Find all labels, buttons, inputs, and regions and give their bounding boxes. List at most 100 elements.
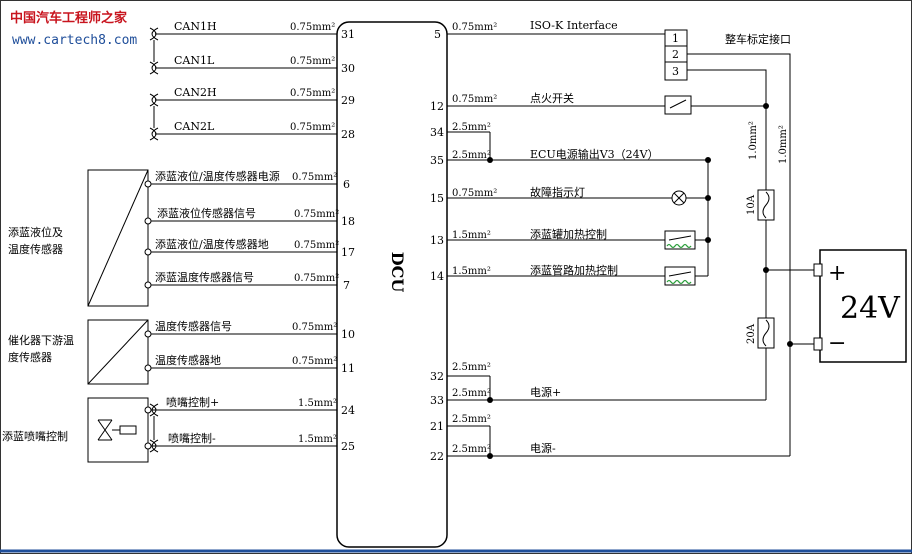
battery-minus-terminal	[813, 337, 823, 351]
left-wires	[150, 33, 337, 447]
signal-label: CAN2L	[174, 120, 215, 133]
wire-size: 2.5mm²	[452, 444, 491, 455]
pin-number: 12	[430, 100, 444, 113]
battery-plus-sign: +	[828, 261, 846, 286]
pin-number: 34	[430, 126, 444, 139]
signal-label: 电源-	[530, 441, 556, 455]
connector-label: 整车标定接口	[725, 32, 791, 46]
wire-size: 0.75mm²	[452, 22, 497, 33]
wire-size: 0.75mm²	[290, 56, 335, 67]
tank-heater-relay-icon	[664, 230, 696, 250]
signal-label: 点火开关	[530, 91, 574, 105]
signal-label: CAN1H	[174, 20, 217, 33]
fuse-rating: 20A	[746, 323, 757, 344]
pin-number: 7	[343, 279, 350, 292]
wire-size-vertical: 1.0mm²	[748, 121, 759, 160]
twisted-pair-nozzle	[149, 403, 159, 453]
pin-number: 18	[341, 215, 355, 228]
wire-size: 2.5mm²	[452, 122, 491, 133]
calibration-connector	[664, 29, 688, 81]
fuse-10a-icon	[757, 189, 775, 221]
signal-label: 温度传感器信号	[155, 319, 232, 333]
sensor-box-level-temp-terminals	[144, 180, 152, 289]
wire-size: 0.75mm²	[452, 188, 497, 199]
pin-number: 21	[430, 420, 444, 433]
wire-size: 1.5mm²	[452, 230, 491, 241]
twisted-pair-can1	[149, 27, 159, 75]
ignition-switch-icon	[664, 95, 692, 115]
wire-size: 0.75mm²	[294, 240, 339, 251]
pin-number: 11	[341, 362, 355, 375]
pin-number: 30	[341, 62, 355, 75]
wire-size: 0.75mm²	[292, 322, 337, 333]
pin-number: 33	[430, 394, 444, 407]
wire-size: 2.5mm²	[452, 414, 491, 425]
signal-label: 添蓝液位/温度传感器电源	[155, 169, 280, 183]
signal-label: ECU电源输出V3（24V）	[530, 147, 659, 161]
right-wires	[447, 33, 790, 457]
pin-number: 6	[343, 178, 350, 191]
battery-voltage: 24V	[840, 291, 901, 326]
wire-size: 2.5mm²	[452, 150, 491, 161]
wire-size: 1.5mm²	[452, 266, 491, 277]
wire-size: 2.5mm²	[452, 362, 491, 373]
wire-size: 0.75mm²	[294, 209, 339, 220]
signal-label: 喷嘴控制-	[168, 431, 216, 445]
pin-number: 28	[341, 128, 355, 141]
connector-pin: 1	[672, 32, 679, 45]
signal-label: 电源+	[530, 385, 561, 399]
device-label-downstream-temp: 催化器下游温度传感器	[8, 333, 74, 364]
connector-pin: 2	[672, 48, 679, 61]
signal-label-iso-k: ISO-K Interface	[530, 19, 618, 32]
pin-number: 10	[341, 328, 355, 341]
signal-label: 喷嘴控制+	[166, 395, 219, 409]
device-label-level-temp: 添蓝液位及温度传感器	[8, 225, 63, 256]
battery-minus-sign: −	[828, 331, 846, 356]
nozzle-valve-icon	[97, 419, 137, 441]
wire-size: 2.5mm²	[452, 388, 491, 399]
fault-lamp-icon	[671, 190, 687, 206]
wire-size: 1.5mm²	[298, 434, 337, 445]
fuse-20a-icon	[757, 317, 775, 349]
wire-size-vertical: 1.0mm²	[778, 125, 789, 164]
signal-label: 添蓝管路加热控制	[530, 263, 618, 277]
line-heater-relay-icon	[664, 266, 696, 286]
signal-label: 温度传感器地	[155, 353, 221, 367]
pin-number: 5	[434, 28, 441, 41]
pin-number: 25	[341, 440, 355, 453]
sensor-box-level-temp	[87, 169, 149, 307]
wire-size: 0.75mm²	[452, 94, 497, 105]
pin-number: 31	[341, 28, 355, 41]
connector-pin: 3	[672, 65, 679, 78]
wire-size: 0.75mm²	[290, 22, 335, 33]
wire-size: 0.75mm²	[290, 88, 335, 99]
nozzle-box	[87, 397, 149, 463]
wire-size: 0.75mm²	[294, 273, 339, 284]
pin-number: 14	[430, 270, 444, 283]
battery-box	[819, 249, 907, 363]
signal-label: 添蓝液位传感器信号	[157, 206, 256, 220]
wire-size: 0.75mm²	[290, 122, 335, 133]
pin-number: 13	[430, 234, 444, 247]
sensor-box-downstream-terminals	[144, 330, 152, 372]
battery-plus-terminal	[813, 263, 823, 277]
wire-size: 0.75mm²	[292, 172, 337, 183]
wire-size: 1.5mm²	[298, 398, 337, 409]
wire-size: 0.75mm²	[292, 356, 337, 367]
signal-label: CAN2H	[174, 86, 217, 99]
signal-label: 故障指示灯	[530, 185, 585, 199]
nozzle-terminals	[144, 406, 152, 450]
sensor-box-downstream-temp	[87, 319, 149, 385]
signal-label: 添蓝液位/温度传感器地	[155, 237, 269, 251]
pin-number: 17	[341, 246, 355, 259]
signal-label: 添蓝罐加热控制	[530, 227, 607, 241]
signal-label: 添蓝温度传感器信号	[155, 270, 254, 284]
fuse-rating: 10A	[746, 194, 757, 215]
watermark-title: 中国汽车工程师之家	[10, 10, 128, 26]
pin-number: 24	[341, 404, 355, 417]
twisted-pair-can2	[149, 93, 159, 141]
pin-number: 29	[341, 94, 355, 107]
device-label-nozzle: 添蓝喷嘴控制	[2, 429, 68, 443]
